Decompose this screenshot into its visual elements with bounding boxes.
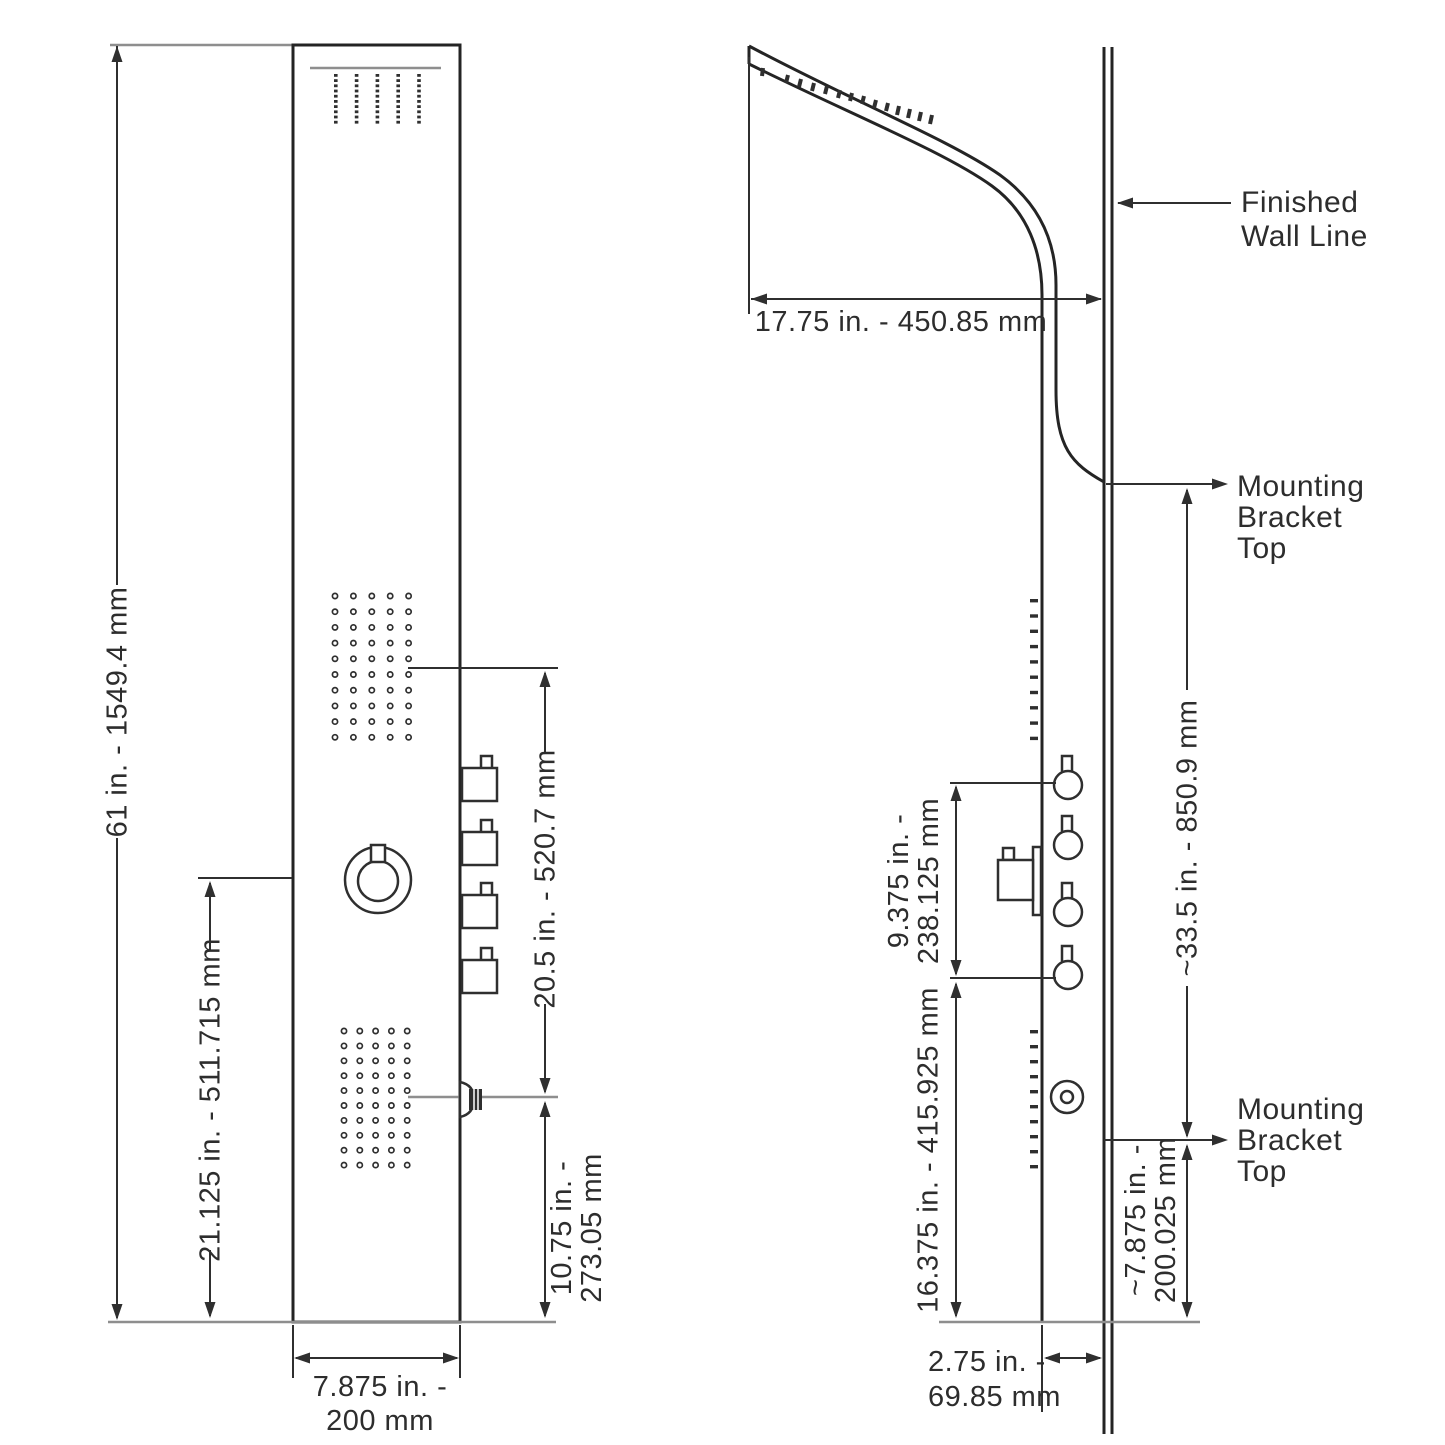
upper-jet-ticks-side [1030,599,1038,741]
valve-side [996,845,1043,917]
lower-body-jet-grid [340,1027,411,1169]
panel-outline-front [291,43,462,1324]
tub-spout-side [1049,1079,1085,1115]
upper-body-jet-grid [331,592,413,741]
dim-spout-height-label: 10.75 in. - 273.05 mm [546,1153,608,1303]
dim-spout-height [539,1101,551,1318]
front-view [108,43,558,1378]
dim-bracket-to-bottom [1181,1144,1193,1318]
bracket-lower-leader [1104,1134,1228,1146]
bracket-upper-label: Mounting Bracket Top [1237,470,1365,565]
bracket-lower-label: Mounting Bracket Top [1237,1093,1365,1188]
dial-control [343,843,413,915]
dim-jets-to-spout [539,671,551,1094]
finished-wall-leader [1117,197,1231,209]
knobs-side [1052,754,1084,991]
dim-panel-width-label: 7.875 in. - 200 mm [312,1371,448,1437]
dim-bracket-span [1181,488,1193,1138]
dim-overall-height [111,46,123,1320]
handle-controls [460,754,499,995]
side-view [747,44,1231,1434]
dim-spout-to-bottom [950,982,962,1318]
dim-head-reach [748,57,1102,314]
showerhead-nozzle-grid [334,74,421,124]
dim-panel-depth-label: 2.75 in. - 69.85 mm [928,1346,1061,1413]
dim-head-reach-label: 17.75 in. - 450.85 mm [754,306,1048,338]
head-nozzle-ticks [760,67,934,125]
lower-jet-ticks-side [1030,1030,1038,1169]
dim-panel-depth [1041,1325,1102,1412]
dim-bracket-to-bottom-label: ~7.875 in. - 200.025 mm [1120,1136,1182,1304]
dim-valve-to-bottom-label: 21.125 in. - 511.715 mm [194,938,227,1262]
dim-bracket-span-label: ~33.5 in. - 850.9 mm [1171,699,1204,977]
dim-panel-width [292,1325,461,1378]
finished-wall-label: Finished Wall Line [1241,186,1368,253]
dim-knob-span-label: 9.375 in. - 238.125 mm [883,797,945,965]
bracket-upper-leader [1106,478,1228,490]
tub-spout-front [458,1080,482,1119]
dim-knob-span [950,782,1056,979]
dim-valve-to-bottom [198,877,292,1318]
dim-spout-to-bottom-label: 16.375 in. - 415.925 mm [912,987,945,1313]
dim-jets-to-spout-label: 20.5 in. - 520.7 mm [529,749,562,1009]
dim-overall-height-label: 61 in. - 1549.4 mm [101,586,134,838]
